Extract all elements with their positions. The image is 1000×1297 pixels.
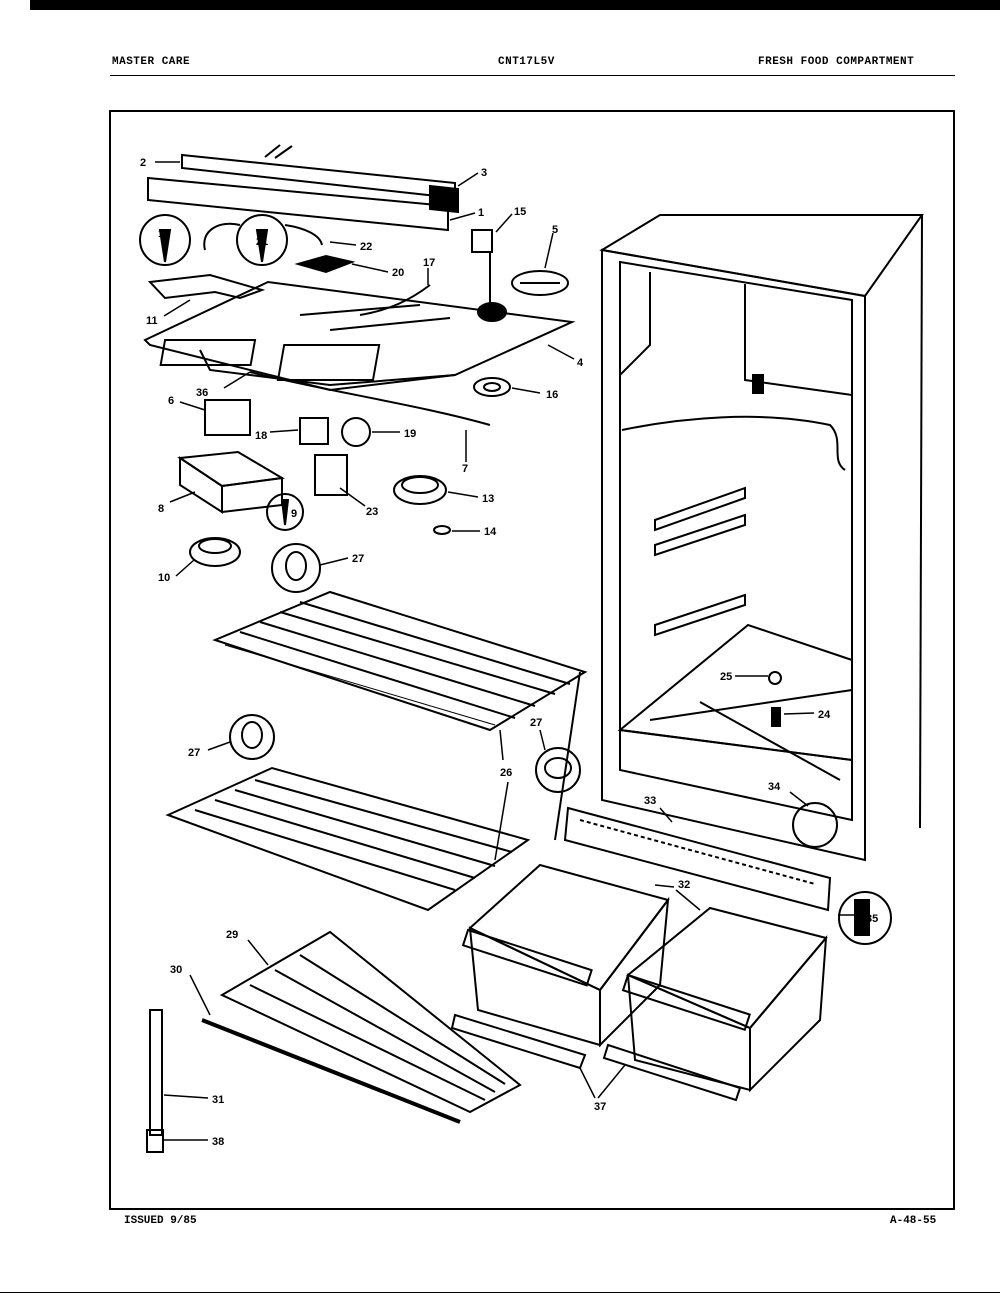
callout-25: 25: [720, 671, 732, 683]
callout-19: 19: [404, 428, 416, 440]
callout-38: 38: [212, 1136, 224, 1148]
callout-31: 31: [212, 1094, 224, 1106]
callout-9: 9: [291, 508, 297, 520]
callout-33: 33: [644, 795, 656, 807]
part-24-screw: [771, 707, 781, 727]
callout-37: 37: [594, 1101, 606, 1113]
callout-21: 21: [256, 236, 268, 248]
callout-4: 4: [577, 357, 584, 369]
model-number: CNT17L5V: [498, 56, 555, 68]
callout-24: 24: [818, 709, 831, 721]
part-11: [147, 273, 266, 300]
callout-30: 30: [170, 964, 182, 976]
header-rule: [110, 75, 955, 76]
callout-7: 7: [462, 463, 468, 475]
part-31-tube: [149, 1009, 163, 1136]
part-37-rail-right: [602, 1043, 742, 1102]
part-6: [204, 399, 251, 436]
callout-8: 8: [158, 503, 164, 515]
part-25: [768, 671, 782, 685]
callout-5: 5: [552, 224, 558, 236]
brand-label: MASTER CARE: [112, 56, 191, 68]
detail-circle-27-right: [535, 747, 581, 793]
callout-32: 32: [678, 879, 690, 891]
callout-15: 15: [514, 206, 526, 218]
wire-shelf-upper: [212, 590, 588, 732]
callout-13: 13: [482, 493, 494, 505]
callout-17: 17: [423, 257, 435, 269]
part-top-trim: [147, 144, 459, 232]
detail-circle-21: [236, 214, 288, 266]
part-control-housing: [143, 280, 576, 392]
part-23: [314, 454, 348, 496]
part-13: [393, 475, 447, 505]
part-20: [294, 254, 356, 274]
detail-circle-34: [792, 802, 838, 848]
callout-16: 16: [546, 389, 558, 401]
bottom-rule: [0, 1292, 1000, 1293]
part-33-grille: [563, 806, 832, 912]
detail-circle-35: [838, 891, 892, 945]
diagram-code: A-48-55: [890, 1215, 937, 1227]
callout-14: 14: [484, 526, 497, 538]
callout-35: 35: [866, 913, 878, 925]
detail-circle-12: [139, 214, 191, 266]
callout-27-top: 27: [352, 553, 364, 565]
top-border-bar: [30, 0, 1000, 10]
wire-17: [359, 284, 431, 316]
wire-7: [249, 371, 491, 426]
part-18-socket: [299, 417, 329, 445]
wire-shelf-bottom: [219, 930, 522, 1114]
part-15-knob: [471, 229, 493, 253]
callout-36: 36: [196, 387, 208, 399]
callout-26: 26: [500, 767, 512, 779]
part-37-rail-left: [450, 1013, 587, 1070]
part-38-cap: [146, 1129, 164, 1153]
part-16: [473, 377, 511, 397]
detail-circle-9: [266, 493, 304, 531]
callout-23: 23: [366, 506, 378, 518]
callout-29: 29: [226, 929, 238, 941]
callout-1: 1: [478, 207, 484, 219]
section-title: FRESH FOOD COMPARTMENT: [758, 56, 915, 68]
issued-date: ISSUED 9/85: [124, 1215, 197, 1227]
detail-circle-27-left: [229, 714, 275, 760]
callout-27-right: 27: [530, 717, 542, 729]
callout-6: 6: [168, 395, 174, 407]
callout-10: 10: [158, 572, 170, 584]
callout-34: 34: [768, 781, 781, 793]
wire-shelf-lower: [165, 766, 531, 912]
part-19-bulb: [341, 417, 371, 447]
callout-3: 3: [481, 167, 487, 179]
callout-27-left: 27: [188, 747, 200, 759]
wire-harness: [203, 222, 323, 251]
part-30-bar: [201, 1018, 461, 1124]
callout-18: 18: [255, 430, 267, 442]
callout-12: 12: [158, 228, 170, 240]
crisper-drawer-right: [621, 906, 828, 1093]
part-14: [433, 525, 451, 535]
callout-2: 2: [140, 157, 146, 169]
detail-circle-27-top: [271, 543, 321, 593]
shelf-support: [554, 671, 581, 841]
diagram-frame: [109, 110, 955, 1210]
callout-20: 20: [392, 267, 404, 279]
callout-22: 22: [360, 241, 372, 253]
leader-lines: [155, 161, 862, 1141]
crisper-drawer-left: [461, 863, 670, 1048]
callout-11: 11: [146, 315, 158, 327]
refrigerator-cabinet: [599, 214, 924, 862]
part-5: [511, 270, 569, 296]
